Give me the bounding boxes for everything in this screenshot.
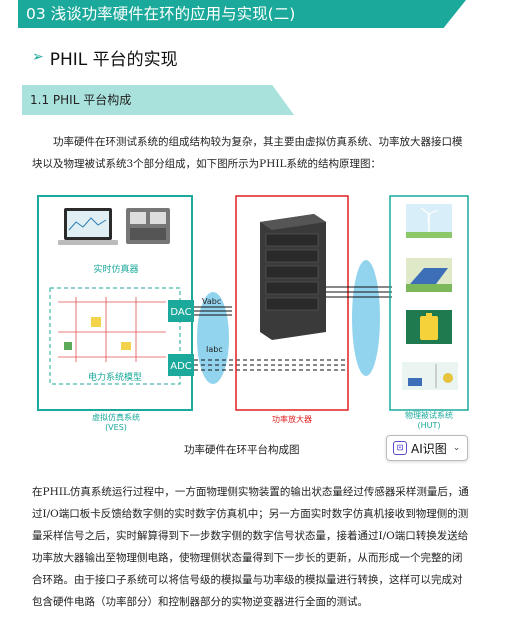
simulator-hardware-icon [126, 208, 170, 244]
dac-box [168, 300, 194, 322]
laptop-icon [58, 208, 118, 245]
circuit-schematic-icon [58, 297, 166, 362]
server-rack-icon [260, 214, 326, 340]
solar-panel-icon [406, 258, 452, 292]
section-heading: ➢ PHIL 平台的实现 [32, 44, 178, 70]
ai-scan-icon: ⊡ [393, 441, 407, 455]
battery-icon [406, 310, 452, 344]
wind-turbine-icon [406, 204, 452, 238]
adc-box [168, 354, 194, 376]
vabc-label: Vabc [202, 297, 221, 306]
ves-abbr: (VES) [105, 423, 127, 432]
hut-abbr: (HUT) [418, 421, 441, 430]
chapter-title-banner: 03 浅谈功率硬件在环的应用与实现(二) [18, 0, 466, 28]
iabc-signal-lines [194, 359, 348, 371]
output-lines [326, 286, 392, 298]
figure-caption: 功率硬件在环平台构成图 [184, 444, 300, 456]
arrow-bullet-icon: ➢ [32, 49, 44, 65]
body-paragraph: 在PHIL仿真系统运行过程中，一方面物理侧实物装置的输出状态量经过传感器采样测量… [32, 486, 469, 608]
amplifier-label: 功率放大器 [272, 414, 312, 424]
ves-label: 虚拟仿真系统 [92, 412, 140, 422]
power-model-box [49, 287, 181, 385]
realtime-sim-label: 实时仿真器 [93, 263, 138, 275]
section-title: PHIL 平台的实现 [49, 49, 178, 70]
dac-label: DAC [170, 307, 191, 318]
amplifier-box [235, 195, 349, 411]
chapter-title: 03 浅谈功率硬件在环的应用与实现(二) [26, 5, 296, 23]
adc-label: ADC [170, 361, 192, 372]
chevron-down-icon[interactable]: ⌄ [452, 443, 461, 453]
ai-button-label: AI识图 [411, 441, 447, 456]
hybrid-energy-icon [402, 362, 458, 390]
interface-ellipse-right [352, 260, 380, 376]
power-model-label: 电力系统模型 [88, 371, 142, 383]
ai-recognize-button[interactable]: ⊡ AI识图 ⌄ [386, 435, 468, 461]
subsection-banner: 1.1 PHIL 平台构成 [22, 85, 294, 115]
hut-label: 物理被试系统 [405, 410, 453, 420]
hut-box [389, 195, 469, 411]
phil-structure-diagram: 实时仿真器 电力系统模型 DAC ADC Vabc Iabc [37, 195, 469, 432]
vabc-signal-lines [194, 306, 232, 316]
intro-paragraph: 功率硬件在环测试系统的组成结构较为复杂，其主要由虚拟仿真系统、功率放大器接口模块… [32, 136, 463, 170]
iabc-label: Iabc [206, 345, 223, 354]
subsection-title: 1.1 PHIL 平台构成 [30, 93, 132, 107]
